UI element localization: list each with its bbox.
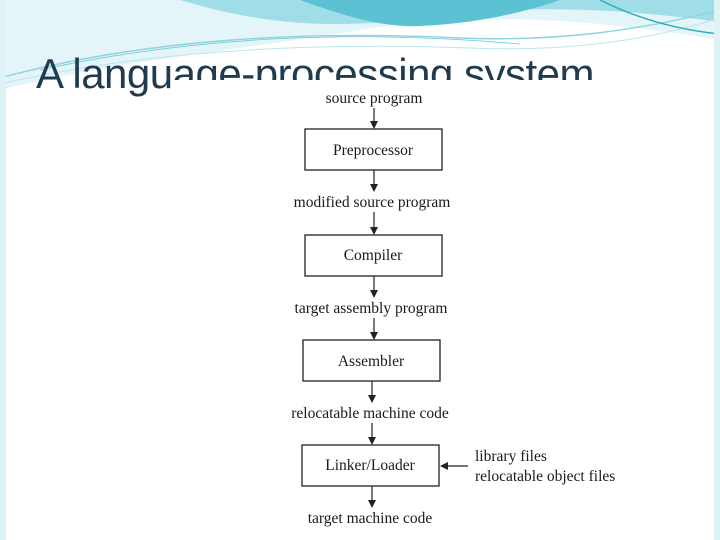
box-compiler [304, 234, 443, 277]
side-input-library-files: library files [475, 448, 547, 465]
output-label-target-assembly-program: target assembly program [295, 300, 448, 317]
box-preprocessor-label: Preprocessor [333, 142, 414, 159]
arrowhead [368, 500, 376, 508]
input-label-source-program: source program [326, 90, 423, 107]
arrowhead [368, 437, 376, 445]
box-linker-loader [301, 444, 440, 487]
decorative-wave-header [0, 0, 720, 90]
side-input-relocatable-object-files: relocatable object files [475, 468, 615, 485]
output-label-target-machine-code: target machine code [308, 510, 433, 527]
arrowhead [370, 290, 378, 298]
arrowhead [370, 227, 378, 235]
language-processing-flowchart: source program Preprocessor modified sou… [291, 90, 615, 527]
box-compiler-label: Compiler [344, 247, 403, 264]
box-linker-loader-label: Linker/Loader [325, 457, 415, 474]
box-assembler [302, 339, 441, 382]
output-label-relocatable-machine-code: relocatable machine code [291, 405, 449, 422]
diagram-panel: source program Preprocessor modified sou… [172, 80, 664, 540]
box-assembler-label: Assembler [338, 353, 405, 370]
arrowhead [370, 184, 378, 192]
side-arrowhead [440, 462, 448, 470]
output-label-modified-source-program: modified source program [294, 194, 451, 211]
arrowhead [370, 332, 378, 340]
arrowhead [368, 395, 376, 403]
box-preprocessor [304, 128, 443, 171]
arrowhead [370, 121, 378, 129]
